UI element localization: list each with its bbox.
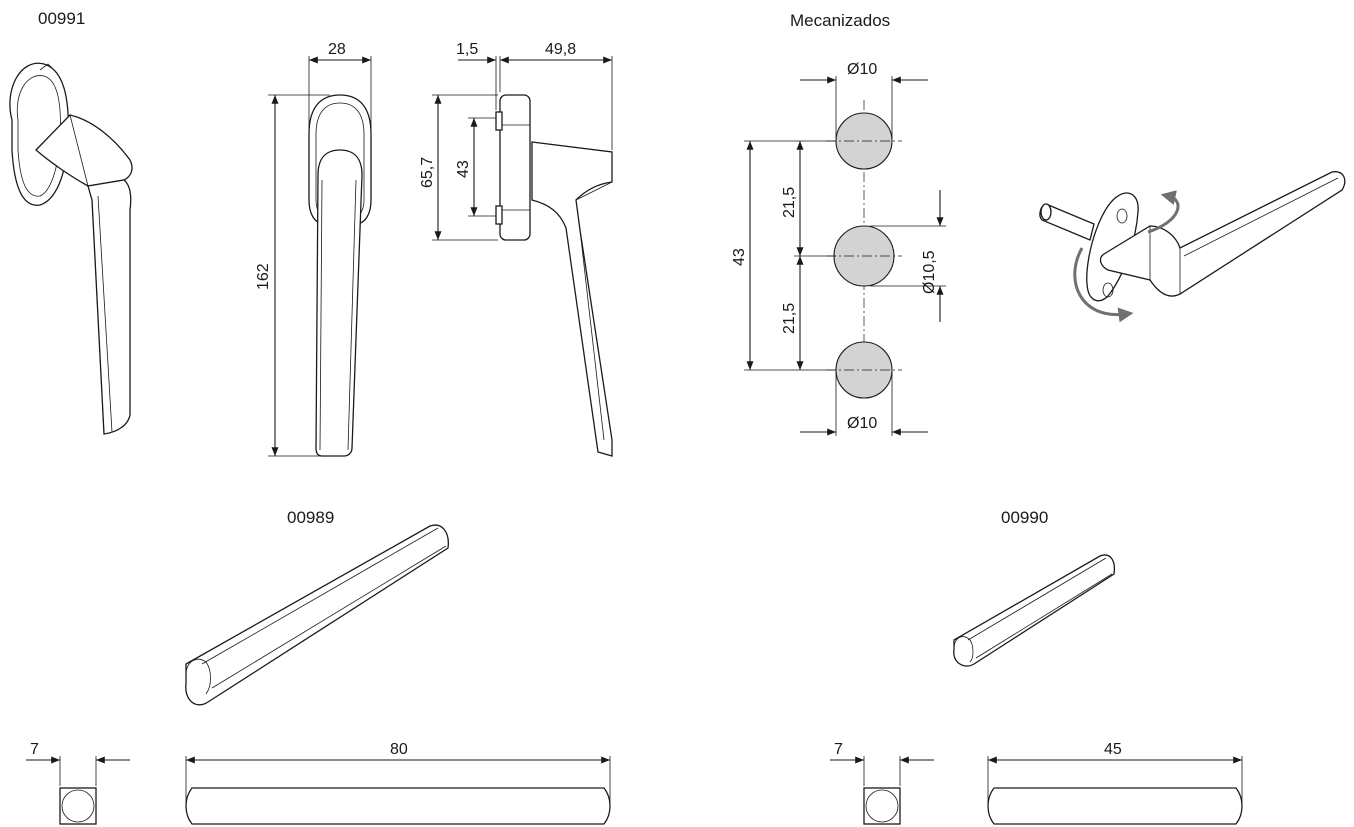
spindle-long-views: 7 80: [26, 741, 611, 825]
handle-rotation-view: [1039, 171, 1346, 323]
handle-isometric-view: [9, 62, 133, 435]
spindle-long-isometric: [185, 524, 449, 706]
handle-height-dim: 162: [255, 263, 272, 290]
hole-spacing-upper-dim: 21,5: [781, 187, 798, 218]
rose-offset-dim: 1,5: [456, 41, 478, 58]
handle-depth-dim: 49,8: [545, 41, 576, 58]
spindle-section-long-dim: 7: [30, 741, 39, 758]
spindle-short-code-label: 00990: [1001, 508, 1048, 527]
spindle-section-short-dim: 7: [834, 741, 843, 758]
hole-diameter-bottom-dim: Ø10: [847, 415, 877, 432]
spindle-short-isometric: [953, 554, 1116, 667]
hole-diameter-center-dim: Ø10,5: [921, 250, 938, 294]
spindle-short-views: 7 45: [830, 741, 1243, 825]
spindle-long-code-label: 00989: [287, 508, 334, 527]
screw-spacing-dim: 43: [455, 160, 472, 178]
machining-title: Mecanizados: [790, 11, 890, 30]
handle-front-view: 28 162: [255, 41, 372, 457]
handle-side-view: 1,5 49,8 65,7 43: [419, 41, 613, 457]
spindle-length-short-dim: 45: [1104, 741, 1122, 758]
hole-spacing-total-dim: 43: [731, 248, 748, 266]
handle-code-label: 00991: [38, 9, 85, 28]
handle-width-dim: 28: [328, 41, 346, 58]
hole-spacing-lower-dim: 21,5: [781, 303, 798, 334]
machining-drawing: Ø10 Ø10 Ø10,5 43 21,5 21,5: [731, 61, 946, 436]
spindle-length-long-dim: 80: [390, 741, 408, 758]
hole-diameter-top-dim: Ø10: [847, 61, 877, 78]
rose-height-dim: 65,7: [419, 157, 436, 188]
